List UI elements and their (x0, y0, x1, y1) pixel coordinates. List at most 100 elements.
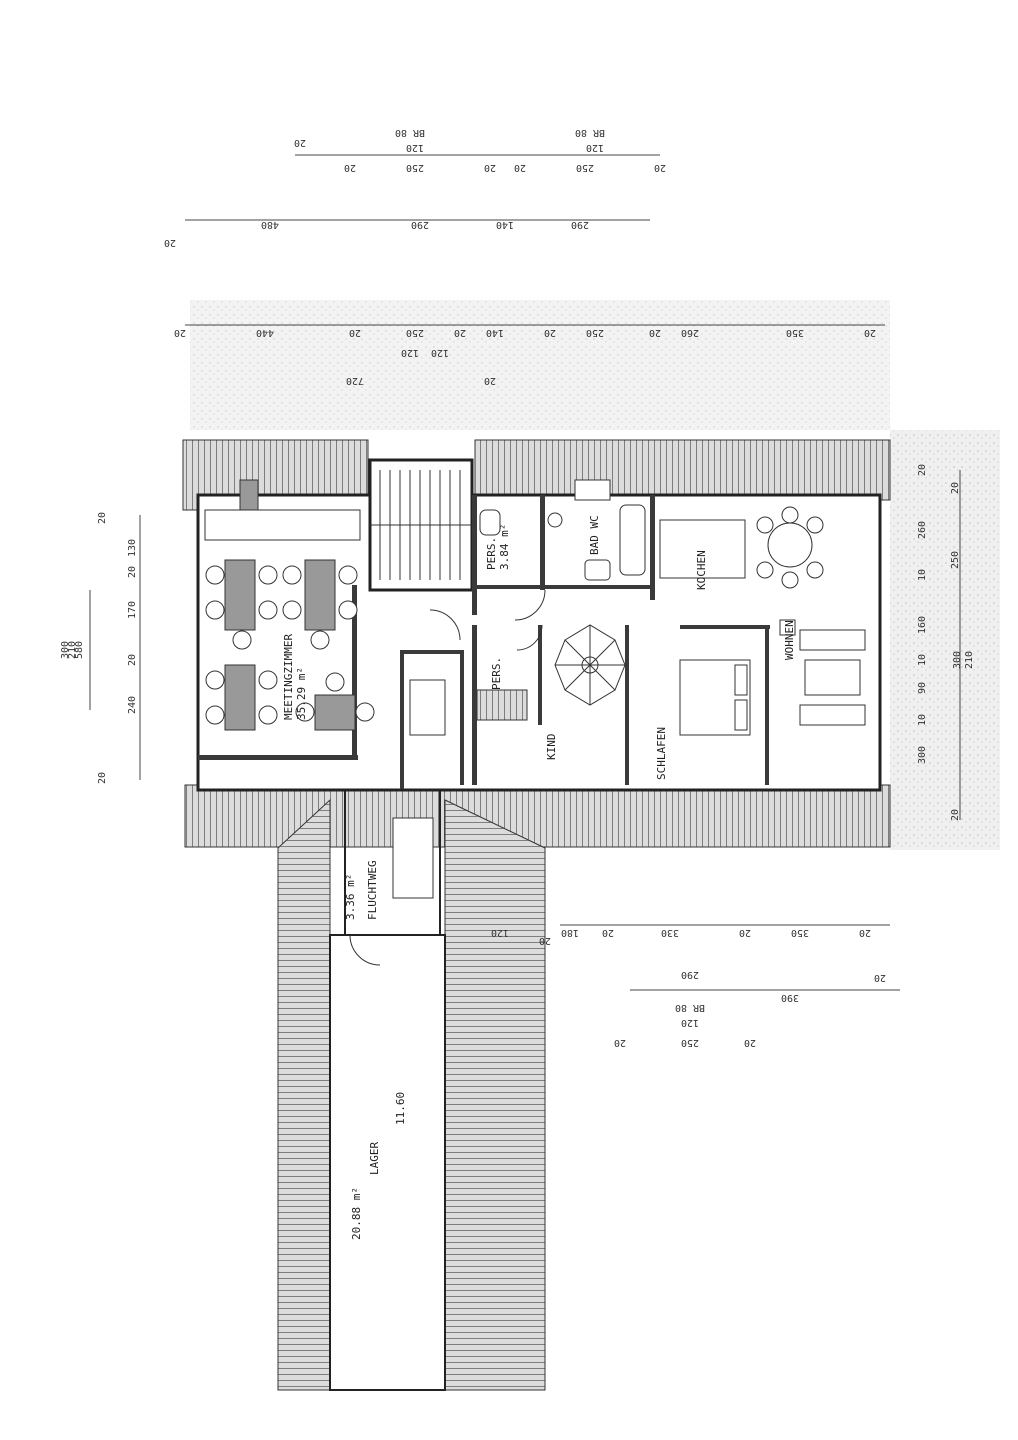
room-meeting: MEETINGZIMMER (282, 634, 295, 720)
scan-shadow-right (890, 430, 1000, 850)
dims-left-label: 20 (97, 512, 108, 524)
dims-right-label: 20 (917, 464, 928, 476)
room-lager-len: 11.60 (394, 1092, 407, 1125)
dims-bottom2-label: 20 (744, 1037, 756, 1048)
room-wohnen: WOHNEN (783, 620, 796, 660)
dims-left-label: 130 (127, 539, 138, 557)
dims-top1-label: 20 (484, 162, 496, 173)
meeting-furniture (204, 479, 375, 731)
dims-bottom2-label: 20 (614, 1037, 626, 1048)
doors (349, 589, 546, 966)
dims-right-label: 300 (917, 746, 928, 764)
dims-top3-label: 120 (431, 347, 449, 358)
dims-top3-label: 120 (401, 347, 419, 358)
dims-right-label: 90 (917, 682, 928, 694)
stair-small (409, 679, 446, 736)
dims-right-label: 260 (917, 521, 928, 539)
dims-top3-label: 20 (349, 327, 361, 338)
interior-walls (198, 495, 770, 790)
dims-top1-label: 20 (654, 162, 666, 173)
dims-top1-label: BR 80 (395, 127, 425, 138)
flucht-outline (344, 789, 441, 936)
dims-bottom2-label: 290 (681, 969, 699, 980)
dims-top3-label: 350 (786, 327, 804, 338)
dims-bottom2-label: 20 (874, 972, 886, 983)
dims-left-label: 210 (67, 641, 78, 659)
dims-top2-label: 20 (164, 237, 176, 248)
roof-lager-right (444, 799, 546, 1391)
dims-top3-label: 20 (864, 327, 876, 338)
room-bad-wc: BAD WC (588, 515, 601, 555)
dims-right-label: 10 (917, 569, 928, 581)
dims-top3-label: 440 (256, 327, 274, 338)
flucht-stair (392, 817, 434, 899)
room-pers-mid: PERS. (490, 657, 503, 690)
room-schlafen: SCHLAFEN (655, 727, 668, 780)
dims-left-label: 300 (60, 641, 71, 659)
dims-top3-label: 260 (681, 327, 699, 338)
bath-fixtures (479, 479, 646, 581)
dims-left-label: 240 (127, 696, 138, 714)
room-kind: KIND (545, 734, 558, 761)
room-lager-area: 20.88 m² (350, 1187, 363, 1240)
dims-top1-label: 20 (344, 162, 356, 173)
dims-right-label: 20 (950, 482, 961, 494)
dims-left-label: 170 (127, 601, 138, 619)
dims-top2-label: 290 (411, 219, 429, 230)
dims-top1-label: 120 (406, 142, 424, 153)
dims-top2-label: 140 (496, 219, 514, 230)
dims-bottom2-label: 390 (781, 992, 799, 1003)
dims-top3-label: 20 (544, 327, 556, 338)
dims-bottom1-label: 20 (739, 927, 751, 938)
dims-top3-label: 720 (346, 375, 364, 386)
dims-left-label: 20 (127, 566, 138, 578)
dims-top3-label: 20 (454, 327, 466, 338)
stair-treads (370, 470, 472, 580)
dims-top1-label: 20 (514, 162, 526, 173)
dims-bottom1-label: 350 (791, 927, 809, 938)
dims-top1-label: 250 (406, 162, 424, 173)
lager-outline (329, 934, 446, 1391)
dims-right-label: 160 (917, 616, 928, 634)
dims-bottom2-label: 250 (681, 1037, 699, 1048)
dims-bottom1-label: 330 (661, 927, 679, 938)
dims-right-label: 250 (950, 551, 961, 569)
room-pers-top: PERS. (485, 537, 498, 570)
dims-right-label: 210 (964, 651, 975, 669)
dims-top1-label: BR 80 (575, 127, 605, 138)
dims-top3-label: 20 (649, 327, 661, 338)
dims-top2-label: 290 (571, 219, 589, 230)
dims-left-label: 20 (127, 654, 138, 666)
dims-top3-label: 20 (484, 375, 496, 386)
dims-right-label: 10 (917, 714, 928, 726)
roof-top-right (474, 439, 891, 501)
cabinet-pers (476, 689, 528, 721)
dimension-lines (89, 154, 961, 991)
room-meeting-area: 35.29 m² (295, 667, 308, 720)
room-lager: LAGER (368, 1142, 381, 1175)
dims-left-label: 580 (74, 641, 85, 659)
dims-top1-label: 20 (294, 137, 306, 148)
dims-top1-label: 120 (586, 142, 604, 153)
dims-right-label: 20 (950, 809, 961, 821)
dims-top3-label: 250 (406, 327, 424, 338)
bedroom-furniture (679, 659, 751, 736)
dims-bottom1-label: 20 (539, 935, 551, 946)
dims-top-row2: 20 480 290 140 290 (164, 219, 589, 248)
room-pers-top-area: 3.84 m² (498, 524, 511, 570)
dims-top2-label: 480 (261, 219, 279, 230)
room-fluchtweg: FLUCHTWEG (366, 860, 379, 920)
dims-bottom1-label: 20 (859, 927, 871, 938)
dims-left-label: 20 (97, 772, 108, 784)
scan-shadow-top (190, 300, 890, 430)
room-kochen: KOCHEN (695, 550, 708, 590)
dims-bottom2-label: 120 (681, 1017, 699, 1028)
dims-bottom1-label: 20 (602, 927, 614, 938)
